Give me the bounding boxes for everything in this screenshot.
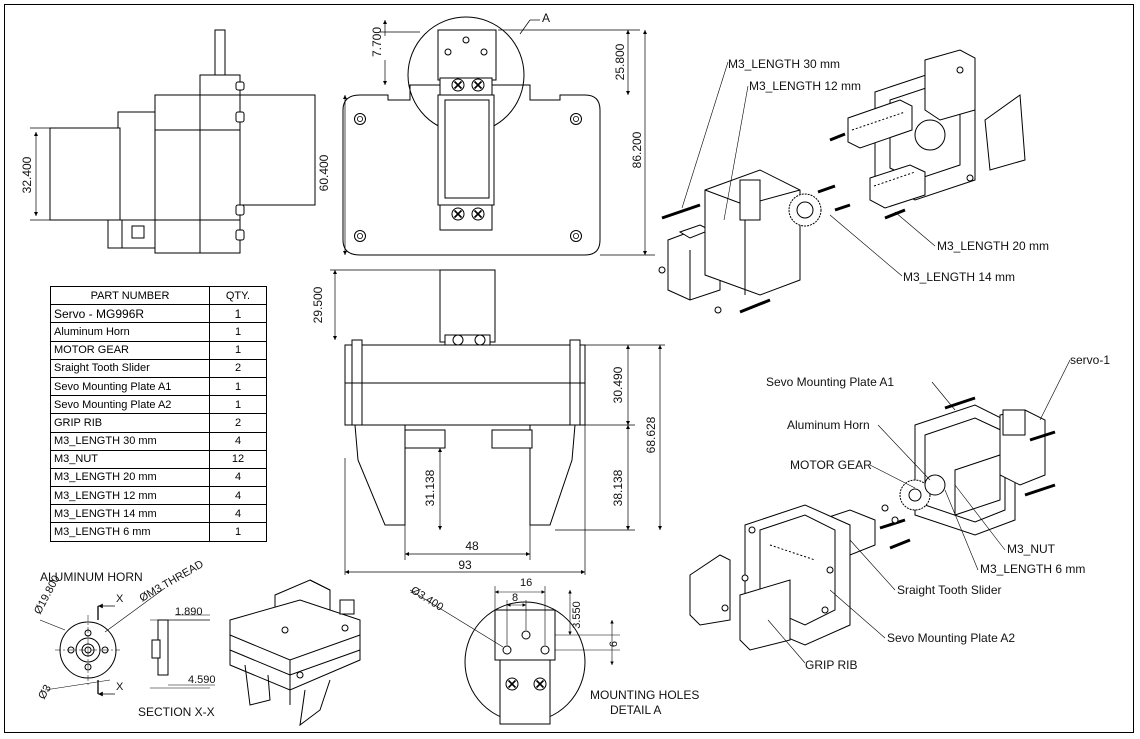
- dim-top-25800: 25.800: [613, 43, 627, 80]
- section-marker-x-top: X: [116, 593, 124, 605]
- bom-part-cell: M3_LENGTH 20 mm: [50, 467, 210, 488]
- exploded-view-top: [658, 49, 1026, 314]
- top-view: [342, 16, 655, 256]
- dim-horn-1890: 1.890: [175, 606, 203, 618]
- section-label: SECTION X-X: [138, 705, 215, 719]
- bom-qty-cell: 1: [209, 340, 267, 360]
- bom-qty-cell: 2: [209, 358, 267, 378]
- callout-m3-30: M3_LENGTH 30 mm: [728, 57, 840, 71]
- dim-detail-8: 8: [512, 592, 518, 604]
- front-view: [330, 269, 665, 575]
- bom-qty-cell: 4: [209, 431, 267, 451]
- dim-front-48: 48: [465, 539, 479, 553]
- callout-m3-12: M3_LENGTH 12 mm: [749, 79, 861, 93]
- bom-qty-cell: 1: [209, 395, 267, 415]
- callout-slider: Sraight Tooth Slider: [897, 583, 1002, 597]
- aluminum-horn-view: [39, 587, 215, 697]
- side-view: [30, 29, 316, 254]
- detail-a-view: [409, 586, 620, 725]
- aluminum-horn-title: ALUMINUM HORN: [40, 570, 143, 584]
- bom-header-row: PART NUMBER QTY.: [50, 285, 267, 306]
- exploded-view-bottom: [689, 359, 1071, 664]
- callout-motor-gear: MOTOR GEAR: [790, 458, 872, 472]
- dim-detail-16: 16: [520, 577, 532, 589]
- dim-detail-3550: 3.550: [571, 601, 583, 629]
- callout-horn: Aluminum Horn: [787, 418, 870, 432]
- detail-a-label: DETAIL A: [610, 703, 661, 717]
- bom-qty-cell: 4: [209, 467, 267, 488]
- dim-top-7700: 7.700: [370, 27, 384, 57]
- callout-grip-rib: GRIP RIB: [805, 658, 857, 672]
- bom-part-cell: Aluminum Horn: [50, 322, 210, 342]
- callout-plate-a2: Sevo Mounting Plate A2: [887, 631, 1015, 645]
- dim-horn-hole: Ø3: [36, 683, 54, 702]
- dim-horn-4590: 4.590: [188, 674, 216, 686]
- bom-header-qty: QTY.: [209, 285, 267, 306]
- bom-part-cell: MOTOR GEAR: [50, 340, 210, 360]
- bom-part-cell: GRIP RIB: [50, 413, 210, 433]
- bom-part-cell: M3_LENGTH 14 mm: [50, 504, 210, 524]
- bom-qty-cell: 4: [209, 486, 267, 506]
- dim-top-86200: 86.200: [630, 131, 644, 168]
- bom-qty-cell: 12: [209, 449, 267, 469]
- bom-part-cell: Servo - MG996R: [50, 304, 210, 324]
- detail-marker-a: A: [542, 11, 550, 25]
- callout-m3-nut: M3_NUT: [1007, 542, 1056, 556]
- bom-part-cell: M3_LENGTH 12 mm: [50, 486, 210, 506]
- dim-detail-6: 6: [608, 641, 620, 647]
- callout-m3-14: M3_LENGTH 14 mm: [903, 270, 1015, 284]
- callout-plate-a1: Sevo Mounting Plate A1: [766, 375, 894, 389]
- bom-part-cell: Sraight Tooth Slider: [50, 358, 210, 378]
- dim-front-29500: 29.500: [311, 286, 325, 323]
- bom-part-cell: M3_NUT: [50, 449, 210, 469]
- callout-m3-6: M3_LENGTH 6 mm: [980, 562, 1085, 576]
- dim-front-30490: 30.490: [611, 366, 625, 403]
- section-marker-x-bottom: X: [116, 681, 124, 693]
- bom-qty-cell: 4: [209, 504, 267, 524]
- dim-horn-thread: ØM3 THREAD: [138, 558, 206, 604]
- bom-part-cell: M3_LENGTH 30 mm: [50, 431, 210, 451]
- bom-qty-cell: 1: [209, 304, 267, 324]
- dim-front-68628: 68.628: [644, 416, 658, 453]
- callout-servo: servo-1: [1070, 353, 1110, 367]
- bom-qty-cell: 1: [209, 376, 267, 397]
- bom-part-cell: Sevo Mounting Plate A1: [50, 376, 210, 397]
- bom-part-cell: M3_LENGTH 6 mm: [50, 522, 210, 542]
- callout-m3-20: M3_LENGTH 20 mm: [937, 239, 1049, 253]
- bom-qty-cell: 1: [209, 322, 267, 342]
- bom-qty-cell: 2: [209, 413, 267, 433]
- bom-header-part: PART NUMBER: [50, 285, 210, 306]
- dim-side-32400: 32.400: [20, 156, 34, 193]
- bom-part-cell: Sevo Mounting Plate A2: [50, 395, 210, 415]
- dim-detail-hole: Ø3.400: [408, 584, 445, 613]
- dim-front-93: 93: [458, 558, 472, 572]
- dim-top-60400: 60.400: [317, 154, 331, 191]
- dim-front-31138: 31.138: [423, 469, 437, 506]
- bom-qty-cell: 1: [209, 522, 267, 542]
- mounting-holes-label: MOUNTING HOLES: [590, 688, 699, 702]
- iso-assembly-view: [229, 579, 361, 727]
- sheet-border: [4, 4, 1134, 733]
- dim-front-38138: 38.138: [611, 469, 625, 506]
